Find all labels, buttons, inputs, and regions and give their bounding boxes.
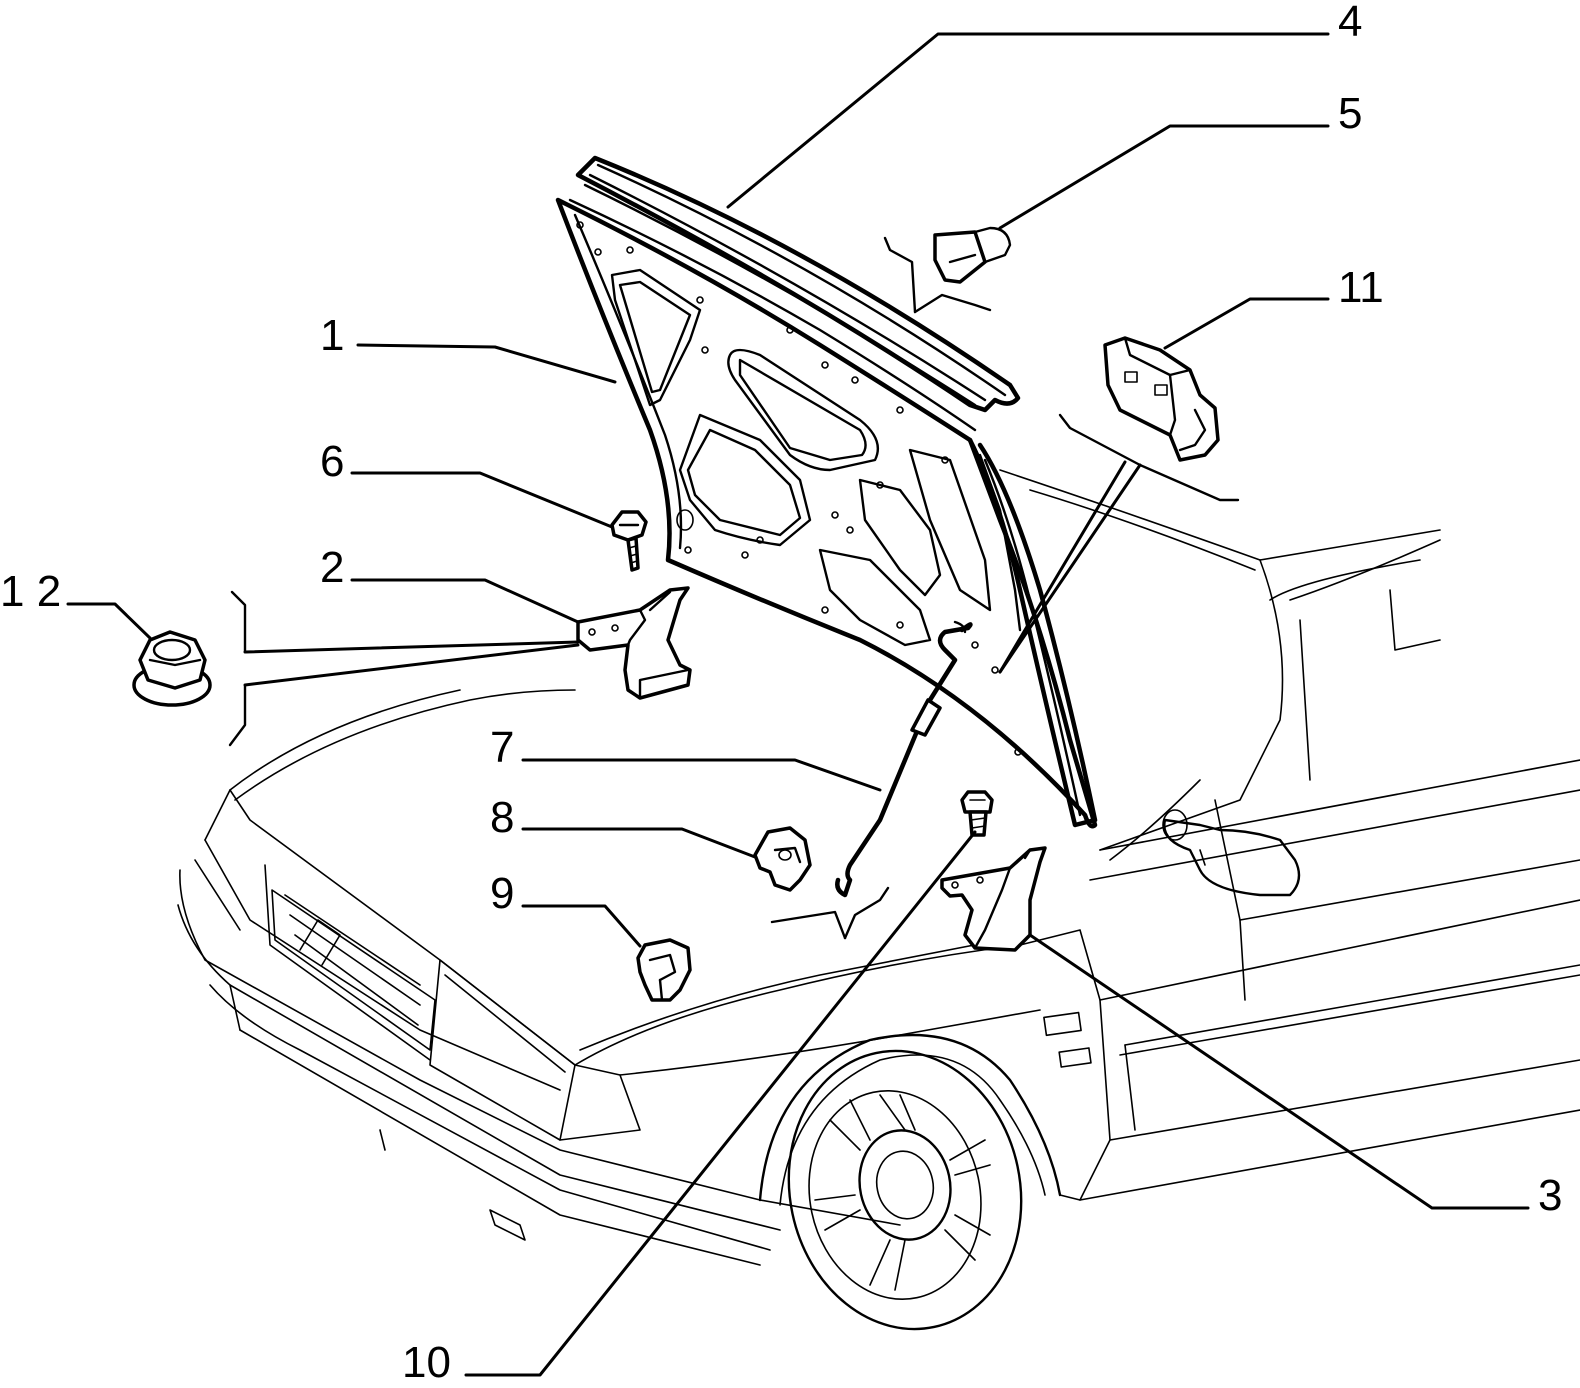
clip-part-9 <box>636 938 692 1002</box>
leader-9 <box>521 904 642 948</box>
hood-prop-rod <box>835 620 973 898</box>
grouping-brackets <box>228 236 1240 940</box>
leader-7 <box>521 758 882 792</box>
hood-hinge-left <box>576 586 692 700</box>
leader-3 <box>1028 933 1530 1210</box>
callout-9: 9 <box>490 869 514 918</box>
leader-11 <box>1163 297 1330 350</box>
callout-11: 11 <box>1338 263 1384 312</box>
leader-2 <box>350 578 580 624</box>
leader-2-bracket-a <box>243 640 580 654</box>
clip-part-8 <box>753 826 812 892</box>
callout-10: 10 <box>402 1338 451 1387</box>
screw-part-10 <box>960 790 994 837</box>
leader-11-bracket-a <box>998 463 1142 674</box>
callout-3: 3 <box>1538 1171 1562 1220</box>
hood-seal-strip <box>575 155 1021 413</box>
hood-holes <box>576 221 1022 756</box>
callout-8: 8 <box>490 793 514 842</box>
leader-6 <box>350 471 614 529</box>
hood-panel <box>555 197 1098 829</box>
callout-2: 2 <box>320 543 344 592</box>
car-body <box>177 469 1580 1331</box>
callout-5: 5 <box>1338 89 1362 138</box>
callout-12: 1 2 <box>0 567 61 616</box>
leader-10 <box>464 830 977 1377</box>
hood-bumper-stop <box>933 226 1012 284</box>
leader-4 <box>726 32 1330 209</box>
callout-4: 4 <box>1338 0 1362 46</box>
leader-12 <box>66 602 152 640</box>
leader-lines <box>66 32 1530 1377</box>
flange-nut <box>132 630 212 707</box>
callout-1: 1 <box>320 311 344 360</box>
callout-6: 6 <box>320 437 344 486</box>
hood-hinge-right <box>940 846 1047 952</box>
leader-11-bracket-b <box>998 460 1127 674</box>
leader-5 <box>998 124 1330 230</box>
hood-latch <box>1103 336 1220 462</box>
leader-8 <box>521 827 757 859</box>
leader-2-bracket-b <box>243 643 580 687</box>
callout-7: 7 <box>490 723 514 772</box>
leader-1 <box>356 343 617 384</box>
bolt-part-6 <box>610 510 648 572</box>
